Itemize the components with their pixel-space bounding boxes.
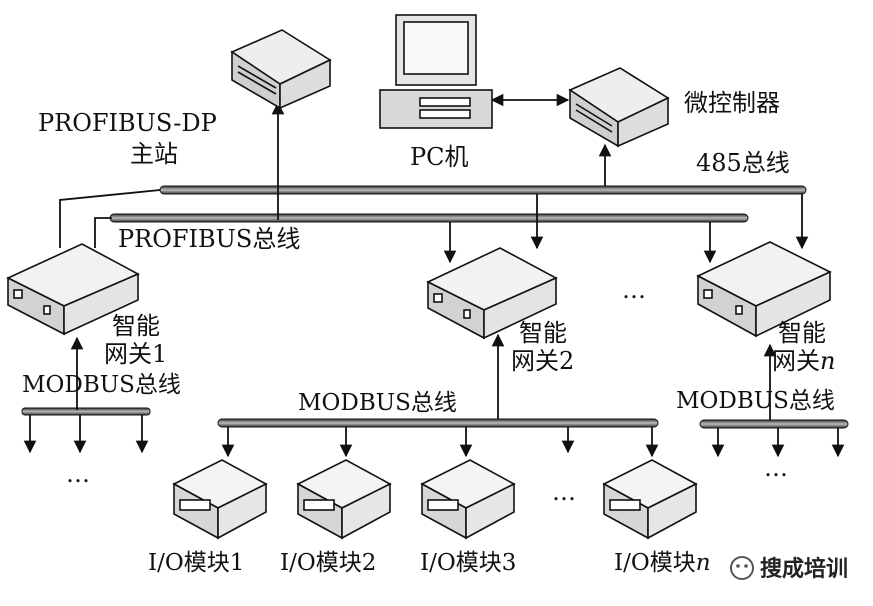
gateway-n-label-suffix: n [820,347,835,375]
gateway-n-label-line2: 网关n [772,347,835,375]
gateway-1-device [6,243,140,336]
gateway-1-label-line2: 网关1 [104,340,167,368]
watermark: 搜成培训 [730,556,848,582]
io-module-2-device [296,459,392,540]
ellipsis-io-modules: … [552,478,576,506]
wechat-icon [730,556,754,580]
modbus-right-label: MODBUS总线 [676,388,835,414]
micro-label: 微控制器 [684,89,780,117]
bus-profibus [109,213,749,223]
bus-modbus-left [21,407,151,416]
gateway-2-label-line2: 网关2 [511,347,574,375]
gateway-n-device [696,241,832,338]
bus-485 [159,185,807,195]
micro-controller-device [568,67,670,148]
io-module-n-label-suffix: n [696,550,711,576]
modbus-center-label: MODBUS总线 [298,390,457,416]
pc-label: PC机 [410,143,469,171]
io-module-n-device [602,459,698,540]
master-label-line2: 主站 [130,140,178,168]
pc-device [379,14,493,129]
bus-modbus-center [217,418,659,428]
watermark-text: 搜成培训 [760,556,848,582]
bus-modbus-right [699,419,849,429]
io-module-1-device [172,459,268,540]
gateway-n-label-main: 网关 [772,347,820,375]
profibus-bus-label: PROFIBUS总线 [118,225,300,253]
gateway-2-device [426,247,558,340]
ellipsis-right-drops: … [764,454,788,482]
gateway-n-label-line1: 智能 [778,319,826,347]
profibus-master-device [230,29,332,110]
master-label-line1: PROFIBUS-DP [38,109,217,137]
ellipsis-gateways: … [622,276,646,304]
io-module-1-label: I/O模块1 [148,550,244,576]
gateway-1-label-line1: 智能 [112,312,160,340]
gateway-2-label-line1: 智能 [519,319,567,347]
connectors [23,93,845,458]
io-module-3-device [420,459,516,540]
io-module-3-label: I/O模块3 [420,550,516,576]
io-module-n-label-main: I/O模块 [614,550,696,576]
modbus-left-label: MODBUS总线 [22,372,181,398]
bus485-label: 485总线 [696,149,790,177]
io-module-2-label: I/O模块2 [280,550,376,576]
io-module-n-label: I/O模块n [614,550,711,576]
ellipsis-left-drops: … [66,460,90,488]
